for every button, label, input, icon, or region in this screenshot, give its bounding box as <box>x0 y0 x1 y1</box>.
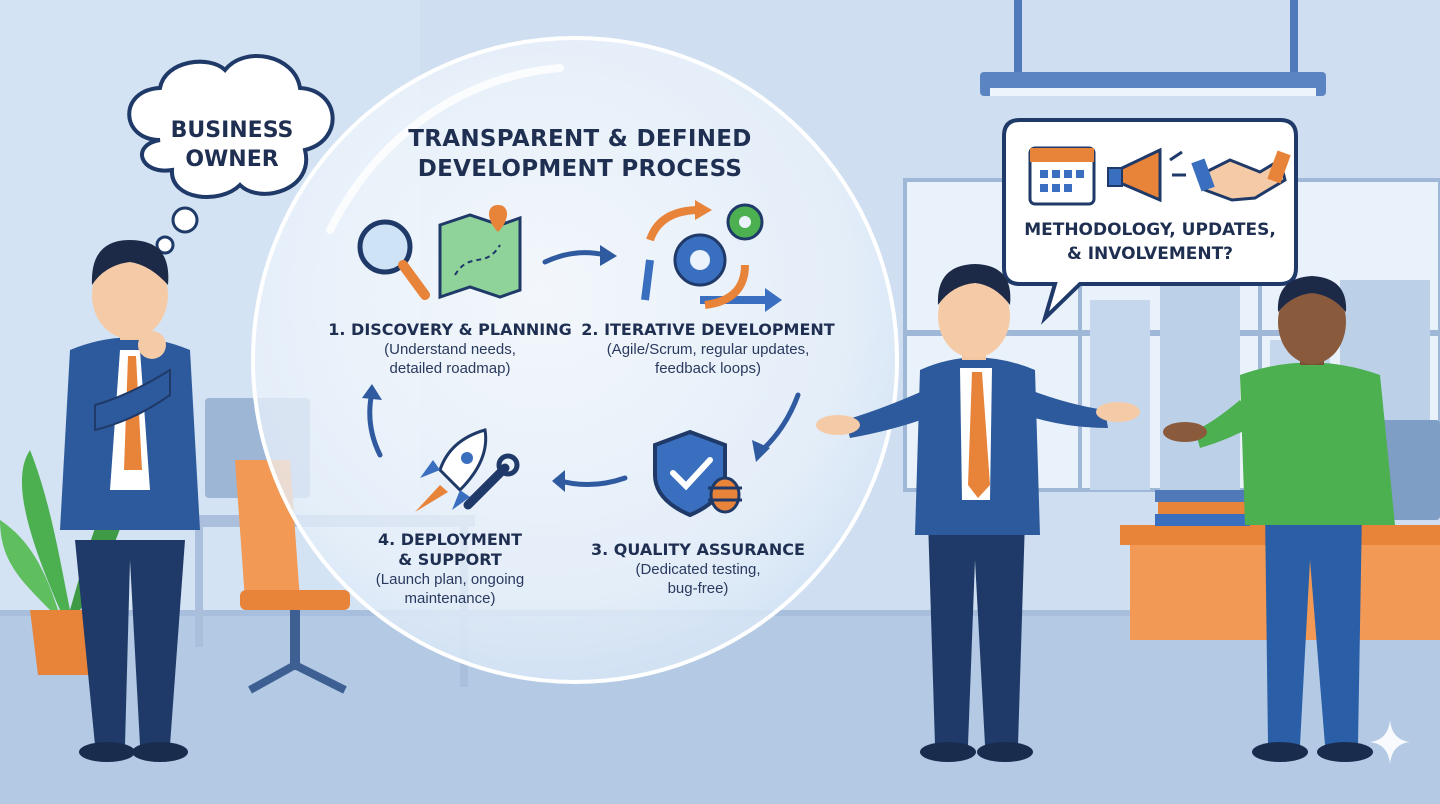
step-desc-line: bug-free) <box>667 580 729 597</box>
step-deployment: 4. DEPLOYMENT & SUPPORT (Launch plan, on… <box>355 530 545 608</box>
process-bubble <box>251 36 899 684</box>
step-desc-line: maintenance) <box>404 590 496 607</box>
step-title: 3. QUALITY ASSURANCE <box>591 540 805 559</box>
developer-figure <box>816 264 1140 762</box>
step-desc-line: feedback loops) <box>655 360 761 377</box>
business-owner-figure <box>60 240 200 762</box>
cloud-line-1: BUSINESS <box>170 118 294 143</box>
magnifier-icon <box>357 219 430 300</box>
step-title: & SUPPORT <box>398 550 502 569</box>
arrowheads <box>362 245 770 492</box>
process-title: TRANSPARENT & DEFINED DEVELOPMENT PROCES… <box>380 124 780 184</box>
title-line-1: TRANSPARENT & DEFINED <box>408 126 752 152</box>
handshake-icon <box>1191 150 1291 202</box>
megaphone-icon <box>1107 147 1186 203</box>
step-desc-line: (Launch plan, ongoing <box>375 571 525 588</box>
cloud-line-2: OWNER <box>185 147 279 172</box>
gears-cycle-icon <box>641 200 782 312</box>
bubble-line-2: & INVOLVEMENT? <box>1066 244 1234 264</box>
calendar-icon <box>1028 146 1096 206</box>
step-title: 4. DEPLOYMENT <box>377 530 523 549</box>
step-desc-line: (Dedicated testing, <box>635 561 761 578</box>
client-figure <box>1163 276 1395 762</box>
sparkle-icon <box>1370 720 1410 764</box>
step-development: 2. ITERATIVE DEVELOPMENT (Agile/Scrum, r… <box>580 320 836 378</box>
title-line-2: DEVELOPMENT PROCESS <box>417 156 743 182</box>
bubble-line-1: METHODOLOGY, UPDATES, <box>1024 220 1276 240</box>
map-icon <box>438 205 522 300</box>
step-discovery: 1. DISCOVERY & PLANNING (Understand need… <box>325 320 575 378</box>
speech-bubble-question: METHODOLOGY, UPDATES, & INVOLVEMENT? <box>1010 218 1290 266</box>
step-title: 1. DISCOVERY & PLANNING <box>328 320 572 339</box>
step-quality-assurance: 3. QUALITY ASSURANCE (Dedicated testing,… <box>575 540 821 598</box>
wrench-icon <box>463 453 520 510</box>
business-owner-label: BUSINESS OWNER <box>140 116 324 174</box>
step-desc-line: detailed roadmap) <box>389 360 511 377</box>
step-title: 2. ITERATIVE DEVELOPMENT <box>581 320 835 339</box>
bug-icon <box>708 476 742 514</box>
thought-cloud <box>127 54 335 255</box>
step-desc-line: (Understand needs, <box>384 341 516 358</box>
rocket-icon <box>415 428 488 512</box>
ceiling-lamp <box>980 0 1326 96</box>
step-desc-line: (Agile/Scrum, regular updates, <box>606 341 810 358</box>
